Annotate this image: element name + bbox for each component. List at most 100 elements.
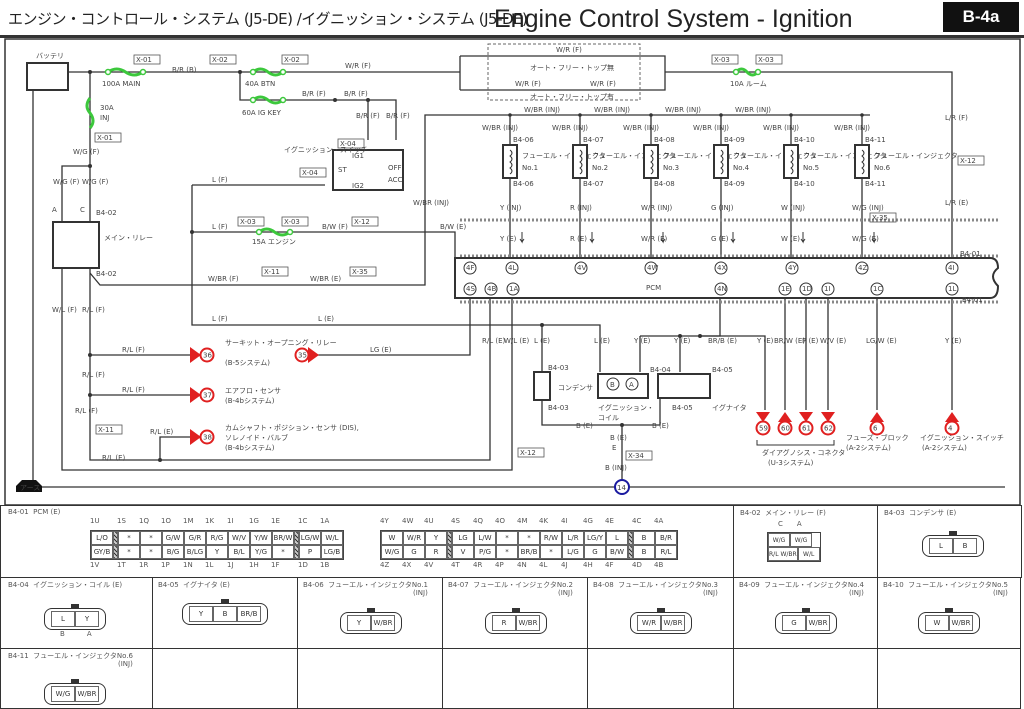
- tag-box: [133, 54, 161, 65]
- tag-box: [957, 155, 985, 166]
- pcm-pin-label: 1A: [509, 285, 518, 293]
- injector-supply-label: W/BR (INJ): [552, 124, 588, 132]
- connector-reference[interactable]: [199, 347, 215, 363]
- wire: [460, 55, 666, 91]
- connector-reference-number: 35: [298, 352, 307, 360]
- connector-reference[interactable]: [199, 429, 215, 445]
- fuse-icon: [252, 95, 284, 105]
- wire-label: B4-04: [650, 366, 671, 374]
- injector-supply-label: W/BR (INJ): [763, 124, 799, 132]
- pin-cell: W/BR: [516, 615, 540, 631]
- connector-reference[interactable]: [869, 420, 885, 436]
- injector-name: フューエル・インジェクタ: [874, 151, 958, 160]
- injector-number: No.4: [733, 164, 750, 172]
- pin-cell: W/BR: [949, 615, 973, 631]
- fuse-terminal: [139, 68, 147, 76]
- ignition-switch-symbol[interactable]: [332, 149, 404, 191]
- pin-label: 4U: [424, 517, 434, 525]
- wire-label: オート・フリー・トップ無: [530, 63, 614, 72]
- fuse-terminal: [104, 68, 112, 76]
- connector-subtitle: (INJ): [849, 589, 864, 597]
- wire-label: W/BR (INJ): [413, 199, 449, 207]
- pin-label: 4C: [632, 517, 642, 525]
- injector-connector-top: B4-11: [865, 136, 886, 144]
- fuse-terminal: [279, 68, 287, 76]
- connector-subtitle: (INJ): [413, 589, 428, 597]
- fuse-terminal: [754, 68, 762, 76]
- arrow-down-icon: [756, 412, 770, 422]
- connector-reference[interactable]: [798, 420, 814, 436]
- wire-label: L/R (E): [945, 199, 969, 207]
- pin-label: 4P: [495, 561, 504, 569]
- connector-subtitle: (INJ): [558, 589, 573, 597]
- injector-connector-top: B4-09: [724, 136, 745, 144]
- wire-label: C: [80, 206, 85, 214]
- arrow-down-icon: [730, 232, 736, 244]
- wire-label: W/BR (E): [310, 275, 341, 283]
- pin-cell: W/V: [228, 531, 250, 545]
- junction-dot: [158, 458, 162, 462]
- hatched-separator: [447, 545, 452, 559]
- coil-pin-b: [606, 377, 620, 391]
- wire-label: W/BR (INJ): [665, 106, 701, 114]
- pcm-pin-label: 4X: [717, 264, 726, 272]
- pin-label: 4T: [451, 561, 460, 569]
- arrow-down-icon: [821, 412, 835, 422]
- pin-cell: W/BR: [75, 686, 99, 702]
- connector-reference-number: 4: [948, 425, 953, 433]
- wire-label: 30A: [100, 104, 114, 112]
- hatched-separator: [628, 545, 633, 559]
- wire-label: ACC: [388, 176, 403, 184]
- connector-reference[interactable]: [199, 387, 215, 403]
- pcm-pin: [506, 282, 520, 296]
- arrow-down-icon: [660, 232, 666, 244]
- pin-label: 1E: [271, 517, 280, 525]
- pcm-pin: [855, 261, 869, 275]
- pin-cell: B/LG: [184, 545, 206, 559]
- pin-cell: BR/B: [518, 545, 540, 559]
- connector-title: B4-05 イグナイタ (E): [158, 581, 230, 589]
- junction-dot: [620, 423, 624, 427]
- connector-reference-number: 6: [873, 425, 878, 433]
- wire-label: カムシャフト・ポジション・センサ (DIS),: [225, 424, 359, 432]
- junction-dot: [578, 113, 582, 117]
- wire-label: B (INJ): [605, 464, 627, 472]
- wire-label: B/R (F): [344, 90, 368, 98]
- hatched-separator: [294, 531, 299, 545]
- connector-reference[interactable]: [755, 420, 771, 436]
- wire-label: P (E): [802, 337, 819, 345]
- connector-title: B4-10 フューエル・インジェクタNo.5: [883, 581, 1008, 589]
- connector-reference[interactable]: [820, 420, 836, 436]
- pin-cell: Y: [206, 545, 228, 559]
- junction-dot: [238, 70, 242, 74]
- pin-cell: *: [118, 531, 140, 545]
- pin-cell: *: [140, 545, 162, 559]
- connector-reference[interactable]: [294, 347, 310, 363]
- pcm-pin: [778, 282, 792, 296]
- connector-reference[interactable]: [777, 420, 793, 436]
- pcm-pin-label: 4Y: [788, 264, 797, 272]
- wire-label: R/L (E): [150, 428, 174, 436]
- wire-label: 40A BTN: [245, 80, 275, 88]
- tag-box: [517, 447, 545, 458]
- wire-label: W/G (F): [82, 178, 109, 186]
- wire: [239, 72, 369, 140]
- wire-label: R/L (E): [482, 337, 506, 345]
- tag-box: [94, 132, 122, 143]
- wire-label: W/G (F): [73, 148, 100, 156]
- pin-label: 4S: [451, 517, 460, 525]
- connector-reference[interactable]: [944, 420, 960, 436]
- pin-cell: G: [584, 545, 606, 559]
- wire-label: B4-01: [962, 296, 983, 304]
- pin-label: 1B: [320, 561, 330, 569]
- fuse-terminal: [249, 96, 257, 104]
- hatched-separator: [113, 545, 118, 559]
- pin-label: 1N: [183, 561, 193, 569]
- pin-label: 4E: [605, 517, 614, 525]
- pin-cell: P: [299, 545, 321, 559]
